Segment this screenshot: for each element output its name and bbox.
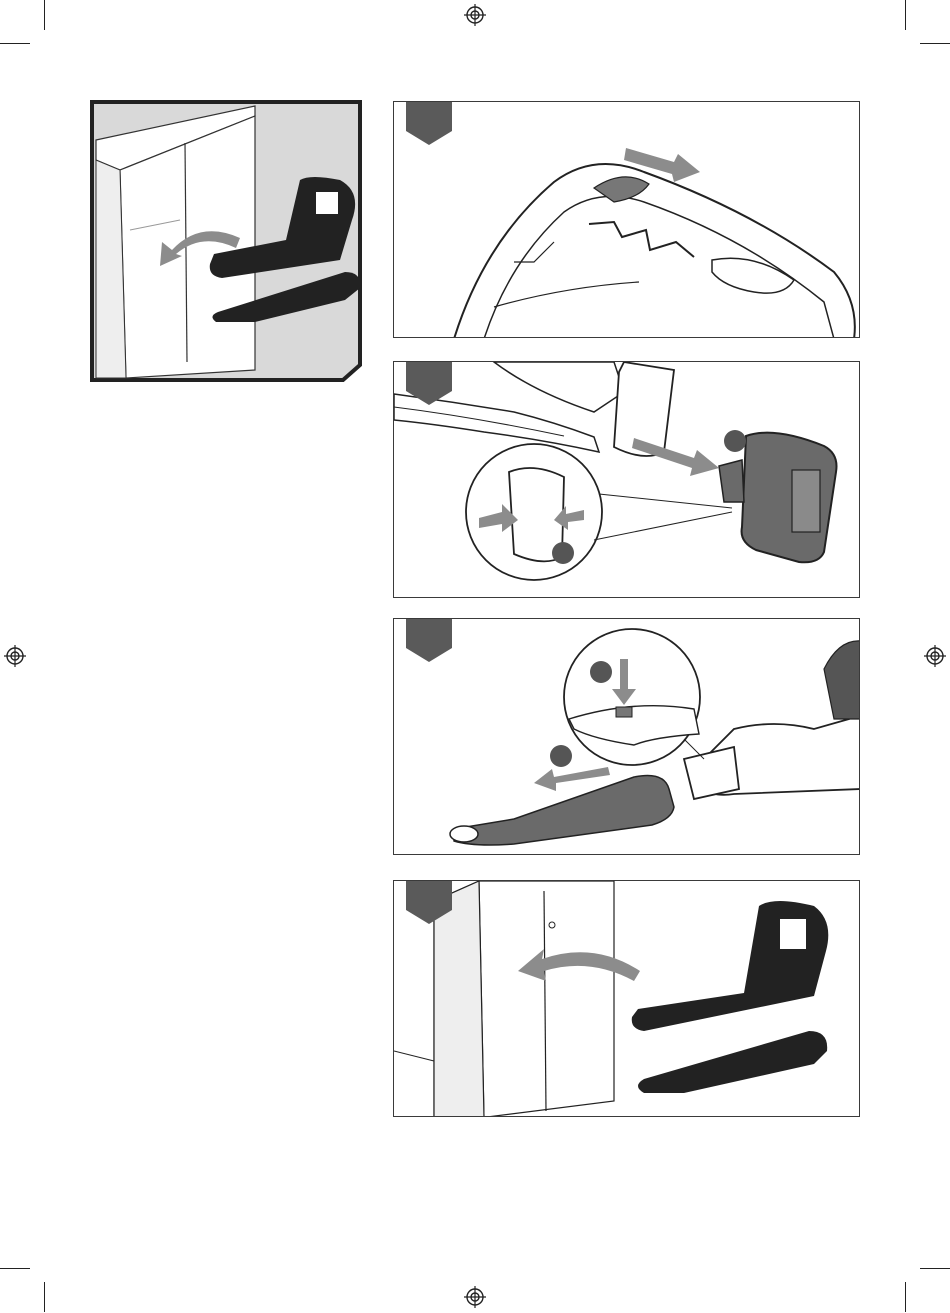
step-badge-icon [406,880,452,924]
crop-mark [44,0,45,30]
registration-mark-icon [464,1286,486,1308]
overview-storage-illustration [90,100,362,382]
crop-mark [0,1268,30,1269]
callout-marker [550,745,572,767]
callout-marker [552,542,574,564]
callout-marker [724,430,746,452]
step-4-panel [393,880,860,1117]
step-badge-icon [406,618,452,662]
step-badge-icon [406,101,452,145]
step-badge-icon [406,361,452,405]
step-2-panel [393,361,860,598]
crop-mark [44,1282,45,1312]
crop-mark [920,1268,950,1269]
registration-mark-icon [924,645,946,667]
registration-mark-icon [4,645,26,667]
crop-mark [905,0,906,30]
crop-mark [920,43,950,44]
step-1-panel [393,101,860,338]
step-3-panel [393,618,860,855]
callout-marker [590,661,612,683]
crop-mark [0,43,30,44]
crop-mark [905,1282,906,1312]
registration-mark-icon [464,4,486,26]
